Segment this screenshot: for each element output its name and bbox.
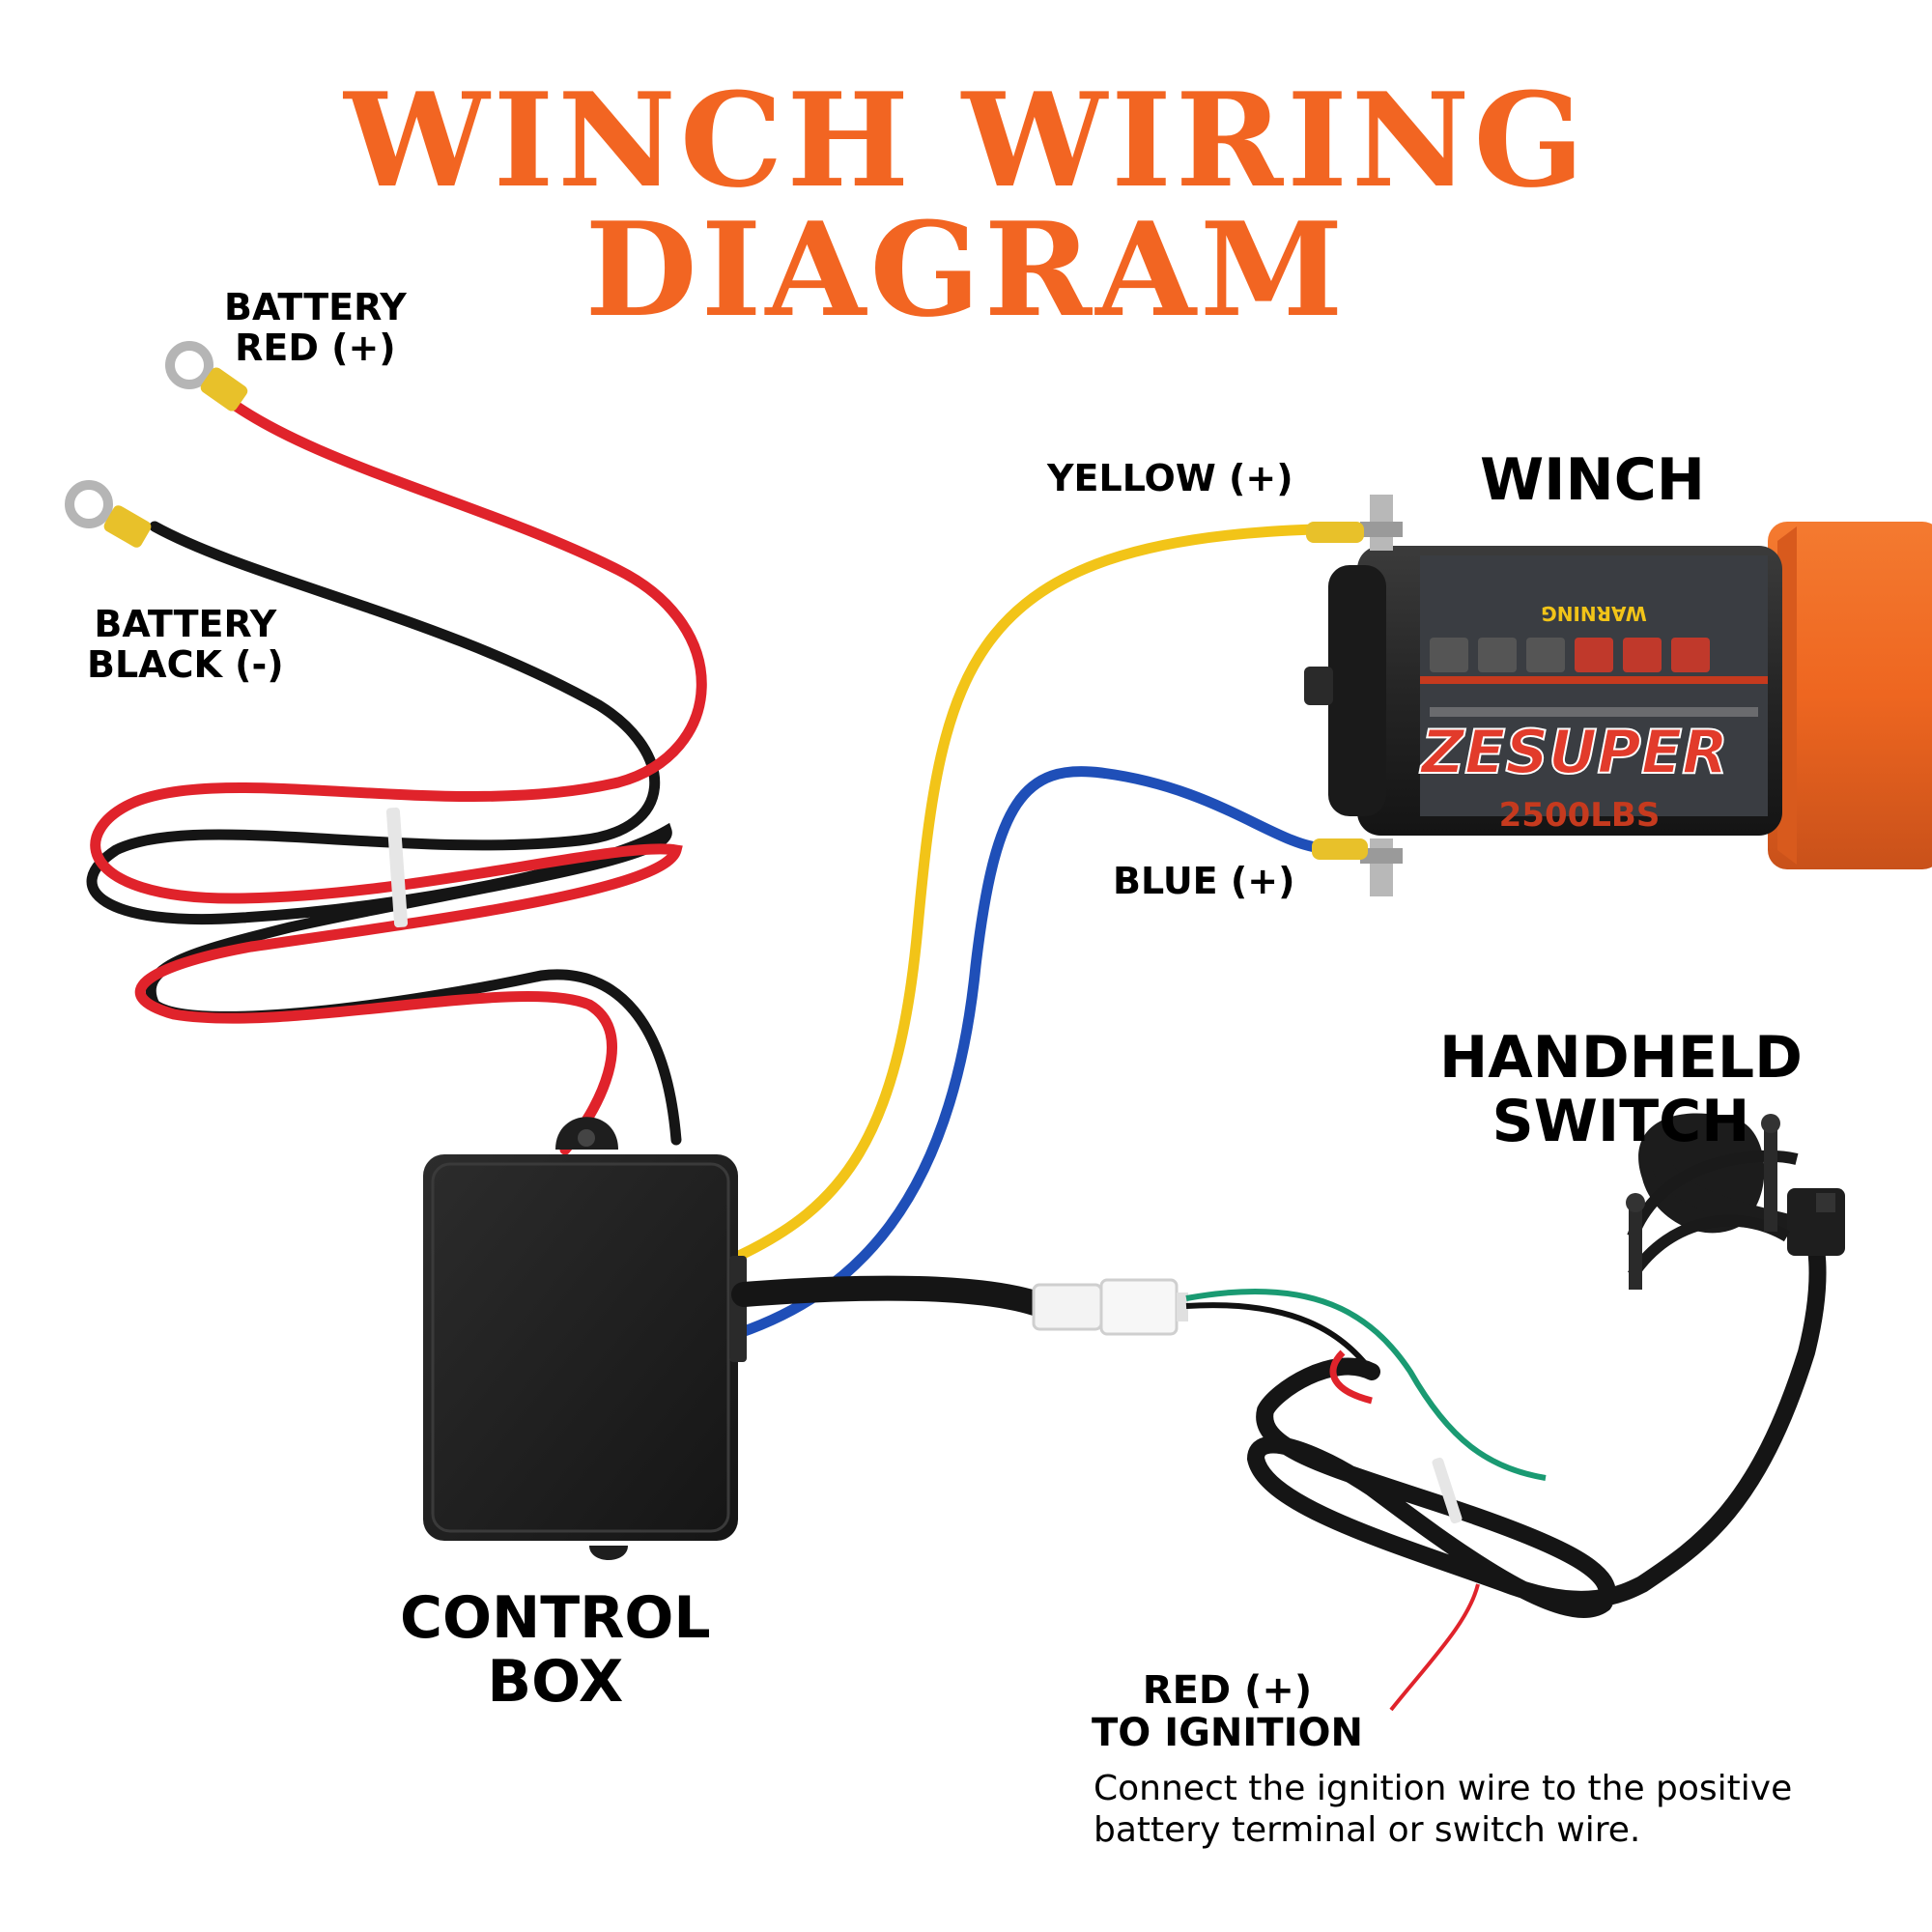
- yellow-wire-label: YELLOW (+): [1047, 457, 1293, 499]
- switch-black-cable: [731, 1275, 1056, 1319]
- red-ignition-label: RED (+) TO IGNITION: [1092, 1668, 1363, 1755]
- winch-label: WINCH: [1480, 446, 1705, 514]
- winch-warning-text: WARNING: [1541, 602, 1646, 625]
- battery-cable-bundle: [86, 390, 707, 1155]
- switch-coiled-cable: [1246, 1199, 1827, 1618]
- handheld-switch-harness: [731, 1113, 1845, 1712]
- battery-red-terminal: [165, 341, 248, 412]
- battery-red-wire: [90, 390, 707, 1155]
- control-box: [423, 1117, 747, 1560]
- yellow-wire-connector: [1306, 522, 1364, 543]
- battery-black-label: BATTERY BLACK (-): [87, 603, 284, 686]
- winch-drum-housing: [1768, 522, 1932, 869]
- winch-unit: WARNING ZESUPER 2500LBS: [1304, 495, 1932, 896]
- handlebar-clamp: [1626, 1114, 1799, 1290]
- blue-wire-label: BLUE (+): [1113, 860, 1295, 902]
- ignition-red-wire: [1389, 1583, 1480, 1712]
- cable-tie: [385, 807, 409, 928]
- switch-green-wire: [1185, 1289, 1547, 1481]
- handheld-switch-label: HANDHELD SWITCH: [1439, 1024, 1803, 1155]
- diagram-title: WINCH WIRING DIAGRAM: [344, 64, 1588, 346]
- blue-wire-connector: [1312, 838, 1368, 860]
- control-box-label: CONTROL BOX: [400, 1584, 711, 1716]
- winch-capacity-text: 2500LBS: [1499, 796, 1661, 835]
- winch-terminal-top: [1360, 495, 1403, 551]
- winch-end-cap: [1328, 565, 1386, 816]
- switch-plug-connector: [1032, 1278, 1188, 1336]
- battery-black-terminal: [65, 480, 152, 548]
- winch-terminal-bottom: [1360, 838, 1403, 896]
- harness-cable-tie: [1432, 1457, 1463, 1524]
- warning-pictograms: [1430, 638, 1710, 672]
- yellow-wire: [733, 524, 1320, 1262]
- winch-brand-logo: ZESUPER: [1419, 717, 1728, 787]
- battery-red-label: BATTERY RED (+): [224, 286, 407, 369]
- blue-wire: [733, 766, 1329, 1339]
- ignition-instruction-note: Connect the ignition wire to the positiv…: [1094, 1769, 1793, 1851]
